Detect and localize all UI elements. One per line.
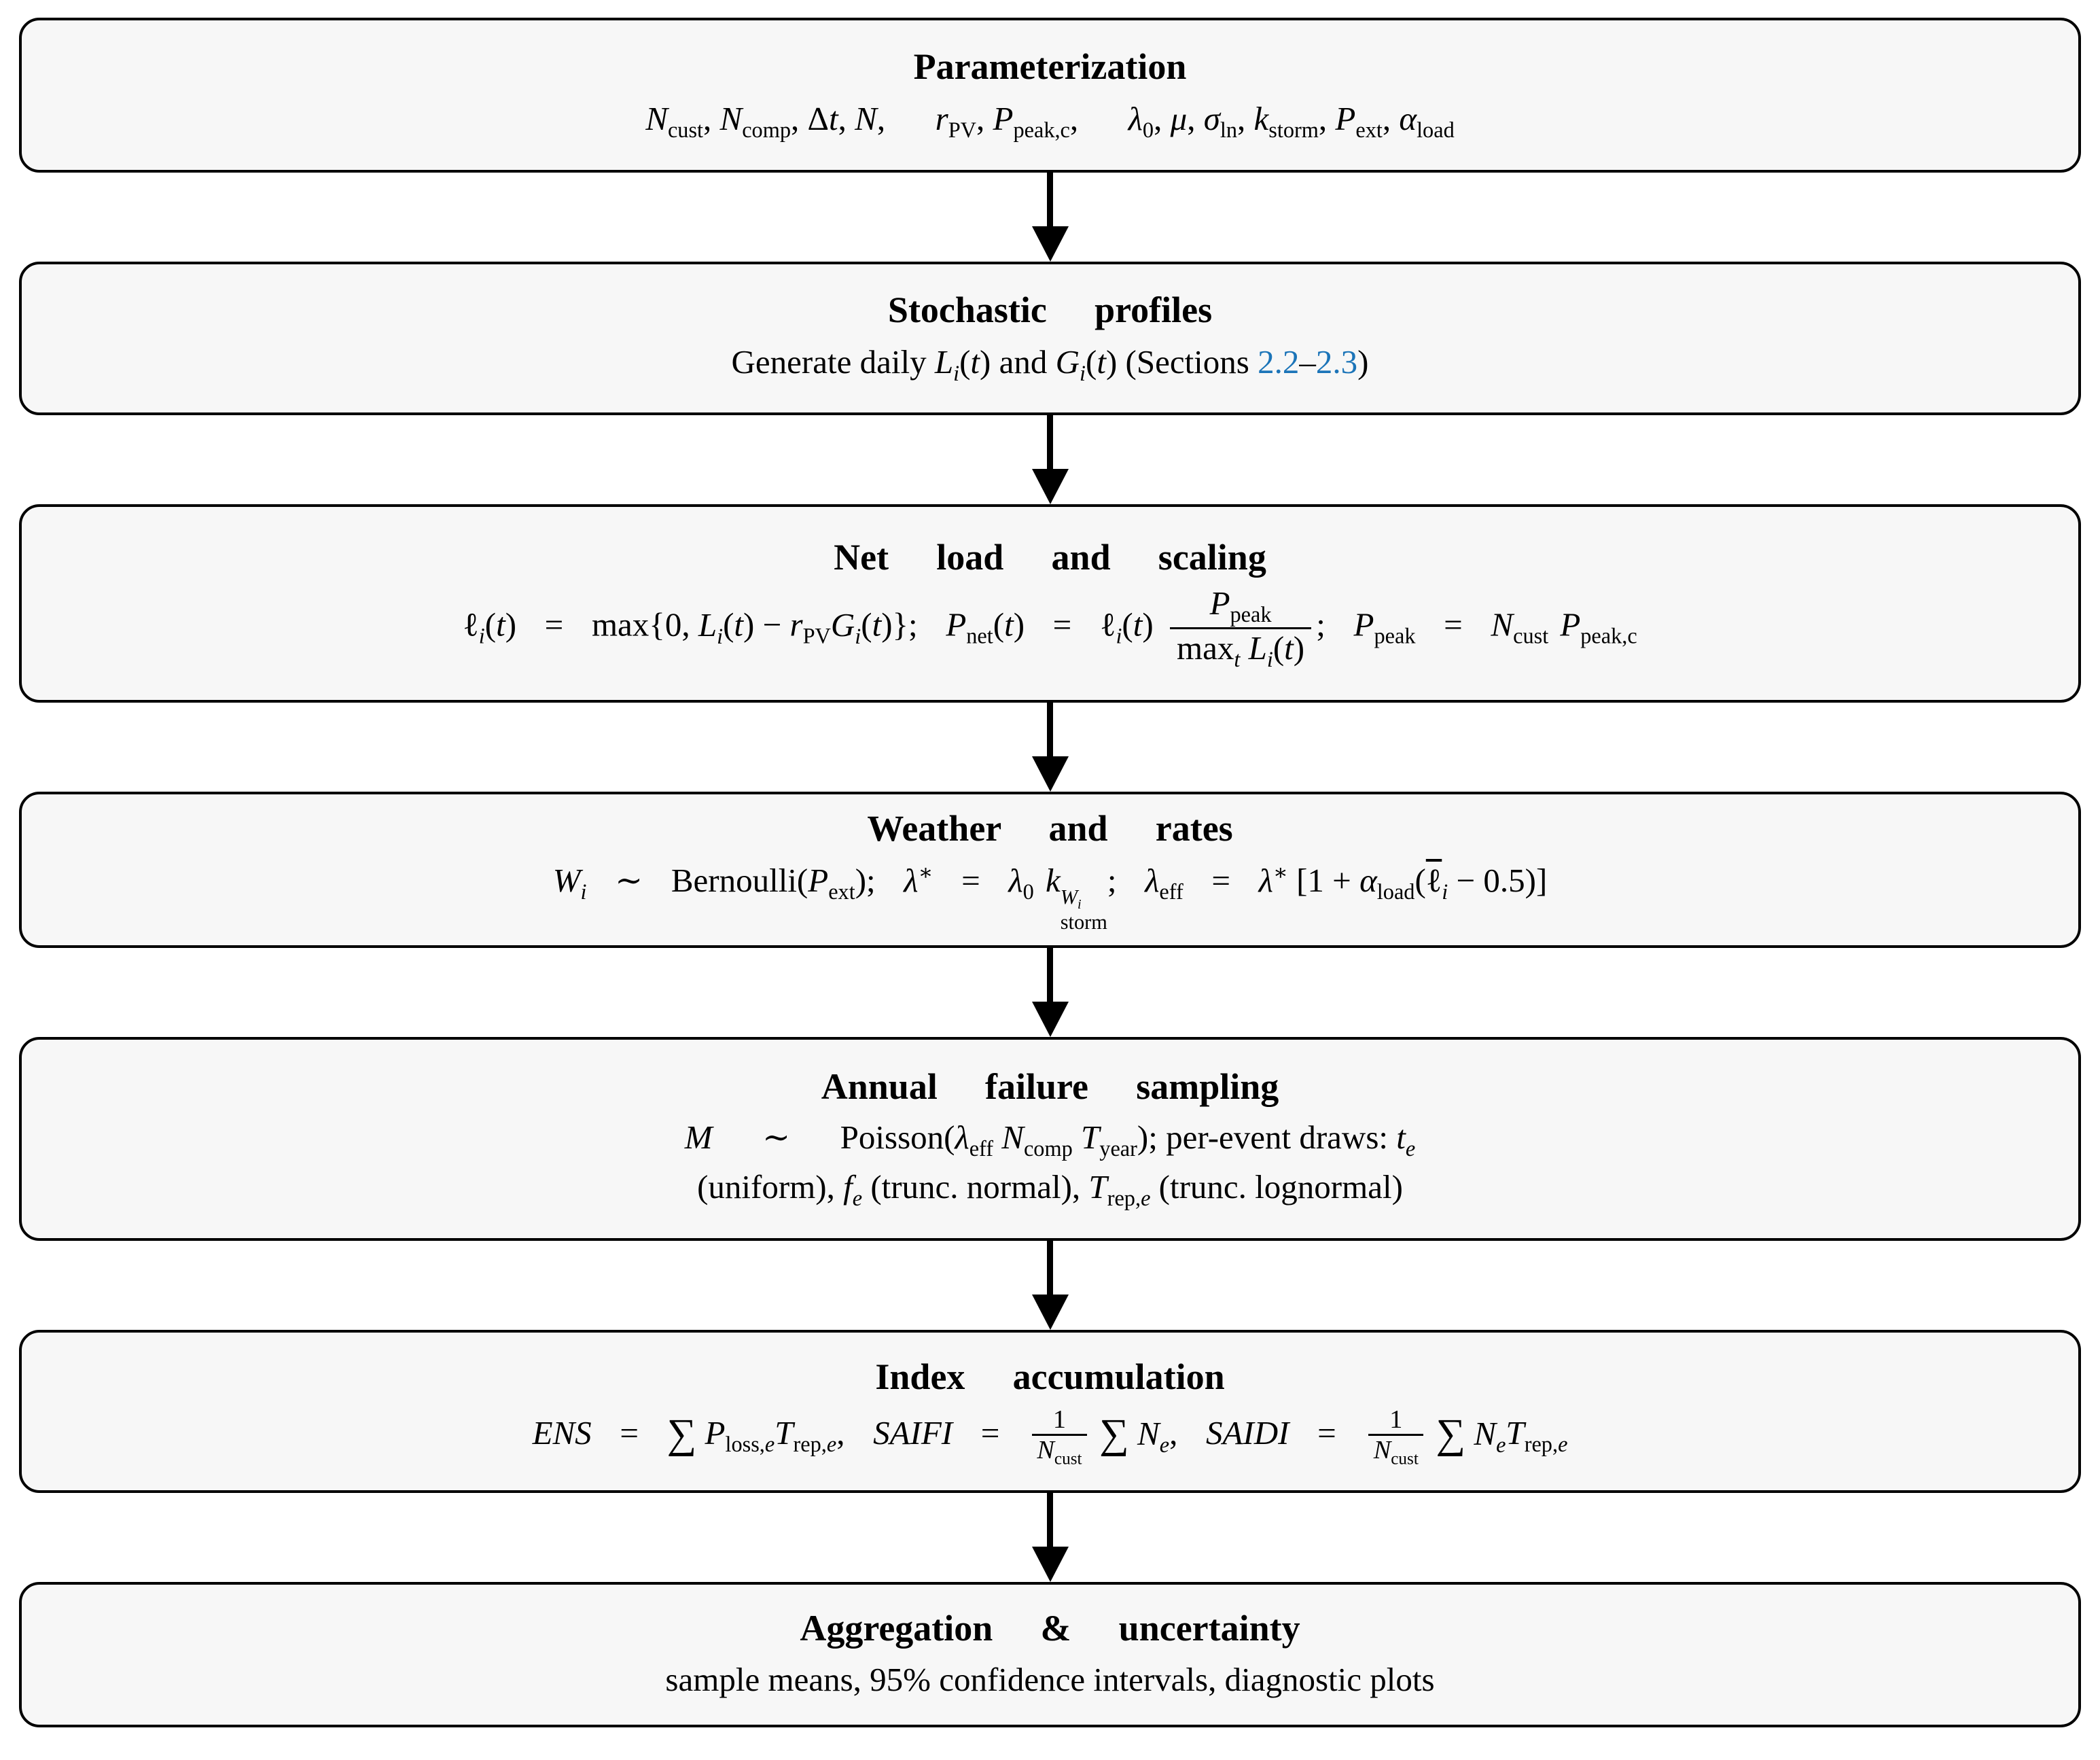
box-title: Net load and scaling (834, 536, 1266, 578)
arrow-shaft (1047, 1241, 1053, 1295)
box-net-load-and-scaling: Net load and scaling ℓi(t)=max{0, Li(t) … (19, 504, 2081, 703)
box-weather-and-rates: Weather and rates Wi∼Bernoulli(Pext);λ∗=… (19, 792, 2081, 948)
section-link-2-2[interactable]: 2.2 (1258, 342, 1300, 381)
box-title: Parameterization (913, 46, 1187, 88)
arrow-shaft (1047, 703, 1053, 757)
box-body: sample means, 95% confidence intervals, … (665, 1661, 1435, 1699)
box-body: Generate daily Li(t) and Gi(t) (Sections… (731, 342, 1369, 385)
box-index-accumulation: Index accumulation ENS=∑ Ploss,eTrep,e,S… (19, 1330, 2081, 1493)
arrow-head-icon (1031, 756, 1069, 792)
box-title: Annual failure sampling (821, 1066, 1279, 1108)
box-body: M∼Poisson(λeff Ncomp Tyear); per-event d… (684, 1118, 1416, 1210)
arrow-head-icon (1031, 469, 1069, 504)
arrow-shaft (1047, 1493, 1053, 1547)
box-body: ℓi(t)=max{0, Li(t) − rPVGi(t)};Pnet(t)=ℓ… (463, 584, 1637, 672)
box-stochastic-profiles: Stochastic profiles Generate daily Li(t)… (19, 262, 2081, 415)
down-arrow (19, 173, 2081, 262)
box-title: Index accumulation (875, 1356, 1225, 1397)
arrow-shaft (1047, 948, 1053, 1002)
section-link-2-3[interactable]: 2.3 (1315, 342, 1358, 381)
box-aggregation-uncertainty: Aggregation & uncertainty sample means, … (19, 1582, 2081, 1727)
box-parameterization: Parameterization Ncust, Ncomp, Δt, N,rPV… (19, 18, 2081, 173)
box-body: Ncust, Ncomp, Δt, N,rPV, Ppeak,c,λ0, μ, … (645, 99, 1455, 142)
down-arrow (19, 1493, 2081, 1582)
down-arrow (19, 1241, 2081, 1330)
box-title: Stochastic profiles (887, 289, 1213, 331)
arrow-head-icon (1031, 1295, 1069, 1330)
arrow-shaft (1047, 173, 1053, 227)
down-arrow (19, 703, 2081, 792)
arrow-head-icon (1031, 226, 1069, 262)
box-title: Weather and rates (867, 808, 1233, 849)
arrow-head-icon (1031, 1002, 1069, 1037)
arrow-shaft (1047, 415, 1053, 470)
down-arrow (19, 415, 2081, 504)
box-annual-failure-sampling: Annual failure sampling M∼Poisson(λeff N… (19, 1037, 2081, 1241)
arrow-head-icon (1031, 1547, 1069, 1582)
down-arrow (19, 948, 2081, 1037)
box-title: Aggregation & uncertainty (800, 1607, 1300, 1649)
